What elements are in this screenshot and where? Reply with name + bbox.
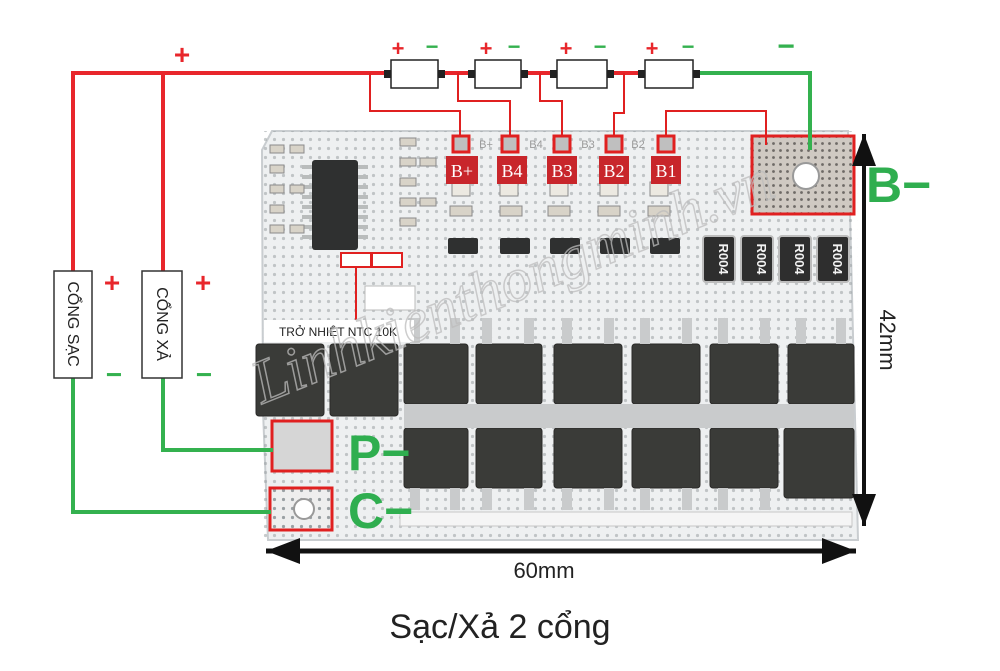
b-minus-pad — [750, 134, 856, 216]
resistor-lead — [550, 70, 557, 78]
tap-label-bplus: B+ — [451, 161, 473, 181]
discharge-port-minus: − — [196, 359, 212, 390]
discharge-port-label: CỔNG XẢ — [153, 287, 172, 361]
tap-wires — [369, 73, 767, 145]
charge-port-minus: − — [106, 359, 122, 390]
bminus-wire-minus-sign: − — [777, 30, 795, 63]
resistor-lead — [693, 70, 700, 78]
charge-port: CỔNG SẠC — [53, 270, 93, 379]
ntc-sensor-area — [364, 285, 416, 311]
small-transistors — [448, 238, 680, 254]
charge-port-plus: + — [104, 267, 120, 298]
tap-label-b1: B1 — [655, 161, 676, 181]
ntc-label: TRỞ NHIỆT NTC 10K — [279, 324, 397, 339]
resistor-lead — [638, 70, 645, 78]
silk-b2: B2 — [631, 139, 644, 151]
resistor-lead — [438, 70, 445, 78]
resistor1-minus-sign: − — [426, 34, 439, 59]
resistor-label-3: R004 — [792, 243, 807, 275]
resistor-label-4: R004 — [830, 243, 845, 275]
tap-label-b2: B2 — [603, 161, 624, 181]
resistor-lead — [607, 70, 614, 78]
shunt-resistors — [702, 235, 850, 283]
resistor3-plus-sign: + — [560, 36, 573, 61]
resistor4-plus-sign: + — [646, 36, 659, 61]
caption: Sạc/Xả 2 cổng — [389, 608, 611, 646]
resistor-lead — [468, 70, 475, 78]
negative-wires — [71, 71, 812, 514]
bottom-pad-strip — [399, 511, 853, 527]
tap-label-b3: B3 — [551, 161, 572, 181]
height-dimension-label: 42mm — [875, 309, 900, 370]
resistor-lead — [521, 70, 528, 78]
silk-bplus: B+ — [479, 139, 493, 151]
width-dimension — [266, 538, 856, 564]
c-minus-label: C− — [348, 483, 413, 539]
silk-b4: B4 — [529, 139, 542, 151]
discharge-port: CỔNG XẢ — [141, 270, 183, 379]
tap-label-b4: B4 — [501, 161, 522, 181]
silk-b3: B3 — [581, 139, 594, 151]
resistor3-minus-sign: − — [594, 34, 607, 59]
balance-resistors — [390, 59, 694, 89]
resistor1-plus-sign: + — [392, 36, 405, 61]
controller-ic — [302, 160, 368, 250]
main-plus-sign: + — [174, 39, 190, 70]
tap-label-bg — [599, 156, 629, 184]
p-minus-label: P− — [348, 425, 411, 481]
silkscreen-tap-labels: B+ B4 B3 B2 — [479, 139, 645, 151]
mosfet-array — [255, 318, 855, 510]
cell-tap-labels: B+ B4 B3 B2 B1 — [446, 156, 681, 184]
tap-label-bg — [446, 156, 478, 184]
p-minus-pad — [270, 419, 334, 473]
charge-port-label: CỔNG SẠC — [64, 281, 83, 366]
width-dimension-label: 60mm — [513, 558, 574, 583]
ntc-label-box — [264, 320, 414, 342]
ntc-pads — [340, 252, 403, 268]
c-minus-pad — [268, 486, 334, 532]
resistor4-minus-sign: − — [682, 34, 695, 59]
resistor-label-1: R004 — [716, 243, 731, 275]
height-dimension — [852, 134, 876, 526]
tap-pads — [451, 134, 676, 154]
resistor-label-2: R004 — [754, 243, 769, 275]
tap-label-bg — [497, 156, 527, 184]
tap-label-bg — [547, 156, 577, 184]
resistor2-minus-sign: − — [508, 34, 521, 59]
resistor2-plus-sign: + — [480, 36, 493, 61]
smd-components — [269, 137, 671, 234]
b-minus-label: B− — [866, 157, 931, 213]
discharge-port-plus: + — [195, 267, 211, 298]
resistor-lead — [384, 70, 391, 78]
tap-label-bg — [651, 156, 681, 184]
